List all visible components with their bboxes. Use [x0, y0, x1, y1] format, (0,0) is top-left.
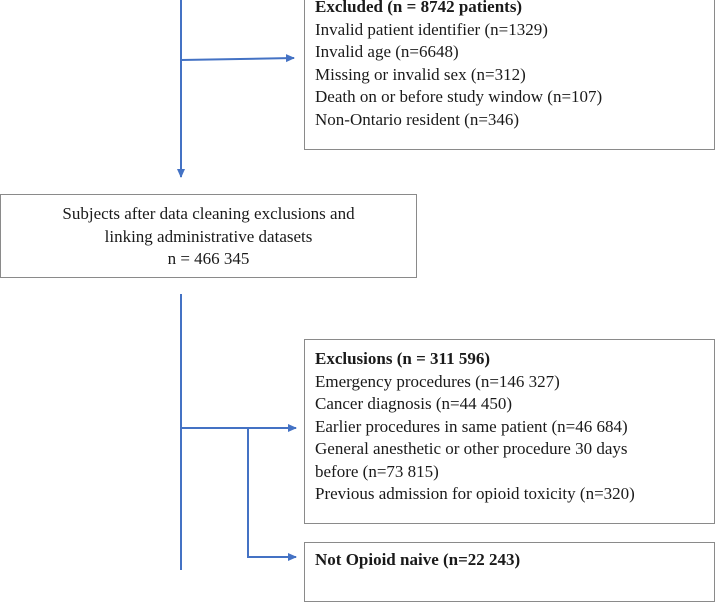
- exclusions-item: Previous admission for opioid toxicity (…: [315, 484, 635, 503]
- excluded-item: Invalid age (n=6648): [315, 42, 459, 61]
- exclusions-box: Exclusions (n = 311 596) Emergency proce…: [304, 339, 715, 524]
- exclusions-title: Exclusions (n = 311 596): [315, 349, 490, 368]
- exclusions-item: General anesthetic or other procedure 30…: [315, 439, 628, 458]
- exclusions-item: Emergency procedures (n=146 327): [315, 371, 560, 391]
- exclusions-item: Cancer diagnosis (n=44 450): [315, 394, 513, 413]
- subjects-line: linking administrative datasets: [104, 226, 313, 246]
- exclusions-item: before (n=73 815): [315, 461, 439, 481]
- subjects-line: Subjects after data cleaning exclusions …: [62, 204, 355, 223]
- not-opioid-naive-box: Not Opioid naive (n=22 243): [304, 542, 715, 602]
- subjects-after-cleaning-box: Subjects after data cleaning exclusions …: [0, 194, 417, 278]
- not-naive-title: Not Opioid naive (n=22 243): [315, 550, 521, 569]
- exclusions-item: Earlier procedures in same patient (n=46…: [315, 416, 628, 436]
- subjects-count: n = 466 345: [167, 249, 250, 268]
- excluded-title: Excluded (n = 8742 patients): [315, 0, 523, 16]
- excluded-branch-arrow: [180, 54, 295, 63]
- excluded-patients-box: Excluded (n = 8742 patients) Invalid pat…: [304, 0, 715, 150]
- excluded-item: Non-Ontario resident (n=346): [315, 109, 520, 129]
- excluded-item: Missing or invalid sex (n=312): [315, 64, 526, 84]
- excluded-item: Death on or before study window (n=107): [315, 87, 603, 106]
- excluded-item: Invalid patient identifier (n=1329): [315, 19, 548, 39]
